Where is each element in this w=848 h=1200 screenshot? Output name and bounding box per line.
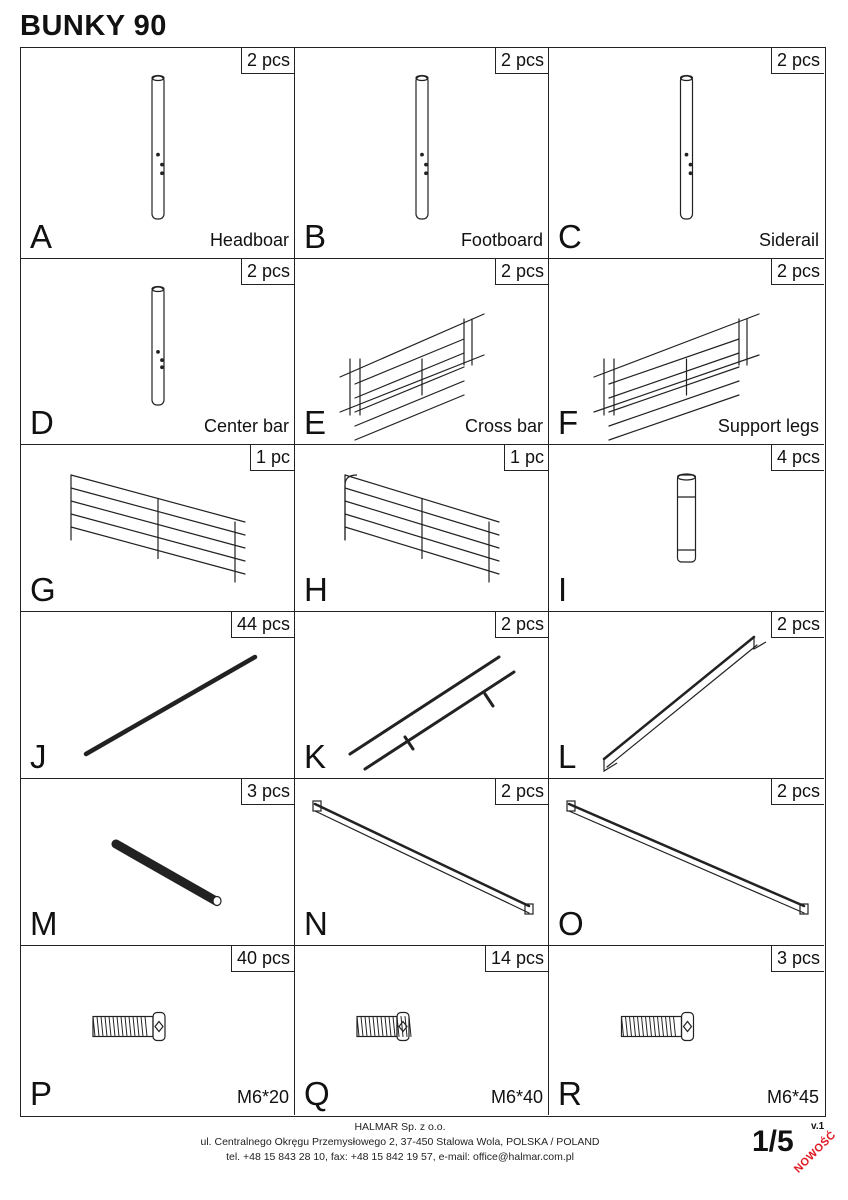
hex-bolt-icon [92, 1011, 166, 1042]
ladder-frame-icon [593, 313, 760, 441]
vertical-post-icon [151, 74, 165, 220]
part-letter: C [558, 218, 582, 255]
quantity-label: 1 pc [503, 445, 548, 471]
quantity-label: 40 pcs [230, 946, 294, 972]
page-number: 1/5 [752, 1125, 794, 1158]
vertical-post-icon [679, 74, 694, 220]
part-letter: R [558, 1075, 582, 1112]
part-caption: Support legs [717, 416, 819, 436]
quantity-label: 2 pcs [770, 48, 824, 74]
part-letter: E [304, 404, 327, 441]
quantity-label: 1 pc [249, 445, 294, 471]
footer-company: HALMAR Sp. z o.o. [354, 1121, 446, 1133]
part-letter: N [304, 905, 328, 942]
flat-beam-icon [312, 800, 534, 915]
double-rail-icon [348, 655, 516, 771]
quantity-label: 44 pcs [230, 612, 294, 638]
vertical-post-icon [415, 74, 429, 220]
part-letter: H [304, 571, 328, 608]
part-cell-g: 1 pc G [21, 445, 295, 612]
footer-address: ul. Centralnego Okręgu Przemysłowego 2, … [200, 1136, 600, 1148]
part-letter: D [30, 404, 54, 441]
part-caption: Cross bar [464, 416, 543, 436]
part-letter: G [30, 571, 56, 608]
guard-rail-icon [70, 474, 246, 583]
hex-bolt-icon [620, 1011, 695, 1042]
part-letter: M [30, 905, 58, 942]
part-caption: M6*45 [766, 1087, 819, 1107]
part-caption: Footboard [460, 230, 543, 250]
short-tube-icon [111, 839, 222, 907]
quantity-label: 3 pcs [770, 946, 824, 972]
part-letter: J [30, 738, 47, 775]
part-letter: B [304, 218, 327, 255]
new-badge: NOWOŚĆ [792, 1129, 839, 1176]
quantity-label: 2 pcs [240, 48, 294, 74]
part-letter: I [558, 571, 568, 608]
ladder-frame-icon [339, 313, 485, 441]
flat-beam-icon [566, 800, 809, 915]
quantity-label: 2 pcs [770, 779, 824, 805]
part-letter: O [558, 905, 584, 942]
slat-rod-icon [83, 654, 258, 757]
part-letter: Q [304, 1075, 330, 1112]
quantity-label: 2 pcs [770, 259, 824, 285]
part-caption: Siderail [758, 230, 819, 250]
version-label: v.1 [811, 1121, 825, 1132]
part-caption: Headboar [209, 230, 289, 250]
part-cell-h: 1 pc H [295, 445, 549, 612]
connector-tube-icon [676, 473, 697, 563]
quantity-label: 2 pcs [494, 259, 548, 285]
footer-contact: tel. +48 15 843 28 10, fax: +48 15 842 1… [226, 1151, 574, 1163]
part-caption: M6*40 [490, 1087, 543, 1107]
part-letter: L [558, 738, 577, 775]
quantity-label: 2 pcs [240, 259, 294, 285]
guard-rail-curved-icon [344, 474, 500, 583]
quantity-label: 2 pcs [494, 612, 548, 638]
vertical-post-icon [151, 285, 165, 406]
quantity-label: 2 pcs [770, 612, 824, 638]
part-letter: P [30, 1075, 53, 1112]
quantity-label: 2 pcs [494, 779, 548, 805]
quantity-label: 14 pcs [484, 946, 548, 972]
quantity-label: 3 pcs [240, 779, 294, 805]
part-letter: A [30, 218, 53, 255]
document-title: BUNKY 90 [20, 10, 167, 42]
part-letter: F [558, 404, 579, 441]
hex-bolt-icon [356, 1011, 412, 1042]
part-letter: K [304, 738, 327, 775]
angle-bracket-beam-icon [602, 635, 767, 773]
part-caption: Center bar [203, 416, 289, 436]
part-caption: M6*20 [236, 1087, 289, 1107]
quantity-label: 2 pcs [494, 48, 548, 74]
quantity-label: 4 pcs [770, 445, 824, 471]
